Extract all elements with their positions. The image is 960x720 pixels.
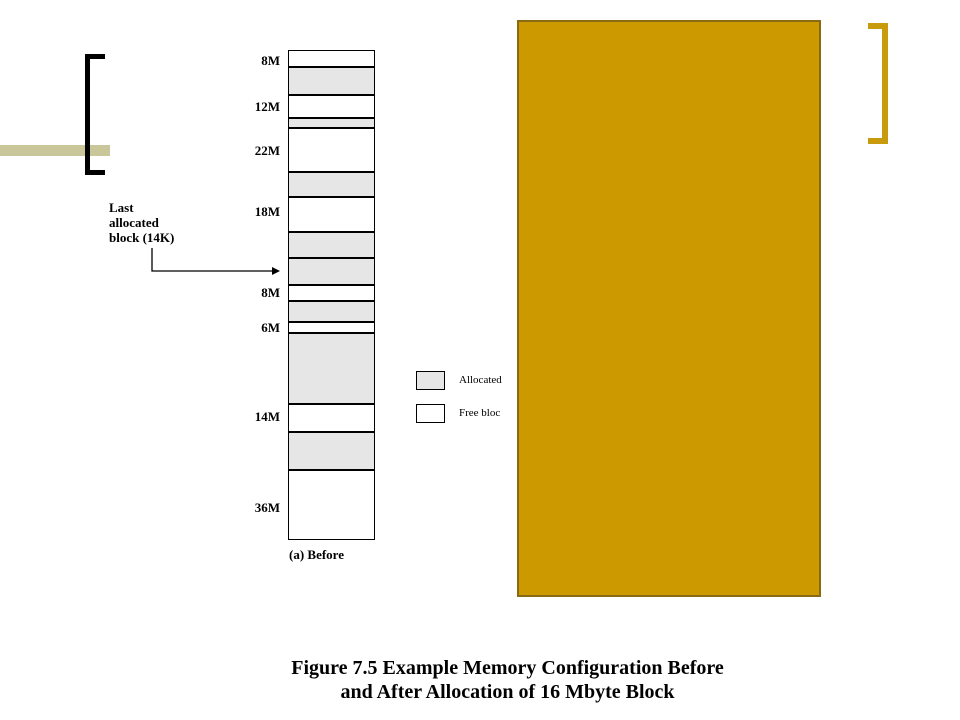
allocated-block [288,432,375,470]
right-bracket-decoration [868,23,888,144]
allocated-block [288,118,375,128]
free-block-22m [288,128,375,172]
legend-allocated-label: Allocated [459,374,502,386]
size-label: 14M [254,409,280,424]
size-label: 8M [261,285,280,300]
allocated-block [288,172,375,197]
size-label: 12M [254,99,280,114]
free-block-6m [288,322,375,333]
caption-line-2: and After Allocation of 16 Mbyte Block [340,681,675,703]
legend-free-swatch [416,404,445,423]
allocated-block [288,67,375,95]
legend-free-label: Free bloc [459,407,501,419]
allocated-block [288,333,375,404]
allocated-block [288,301,375,322]
last-allocated-block [288,258,375,285]
legend-allocated-swatch [416,371,445,390]
figure-caption: Figure 7.5 Example Memory Configuration … [0,656,960,704]
size-label: 8M [261,53,280,68]
free-block-14m [288,404,375,432]
allocated-block [288,232,375,258]
size-label: 6M [261,320,280,335]
caption-line-1: Figure 7.5 Example Memory Configuration … [291,657,724,679]
annotation-line: block (14K) [109,230,175,245]
free-block-36m [288,470,375,540]
decorative-horizontal-bar [0,145,110,156]
free-block-8m-top [288,50,375,67]
free-block-18m [288,197,375,232]
left-bracket-decoration [85,54,105,175]
annotation-line: Last [109,200,134,215]
before-subcaption: (a) Before [289,547,344,562]
free-block-8m-mid [288,285,375,301]
annotation-line: allocated [109,215,159,230]
size-label: 36M [254,500,280,515]
annotation-arrow [151,248,280,275]
free-block-12m [288,95,375,118]
last-allocated-annotation: Last allocated block (14K) [109,200,174,245]
size-label: 18M [254,204,280,219]
size-label: 22M [254,143,280,158]
gold-overlay-panel [517,20,821,597]
